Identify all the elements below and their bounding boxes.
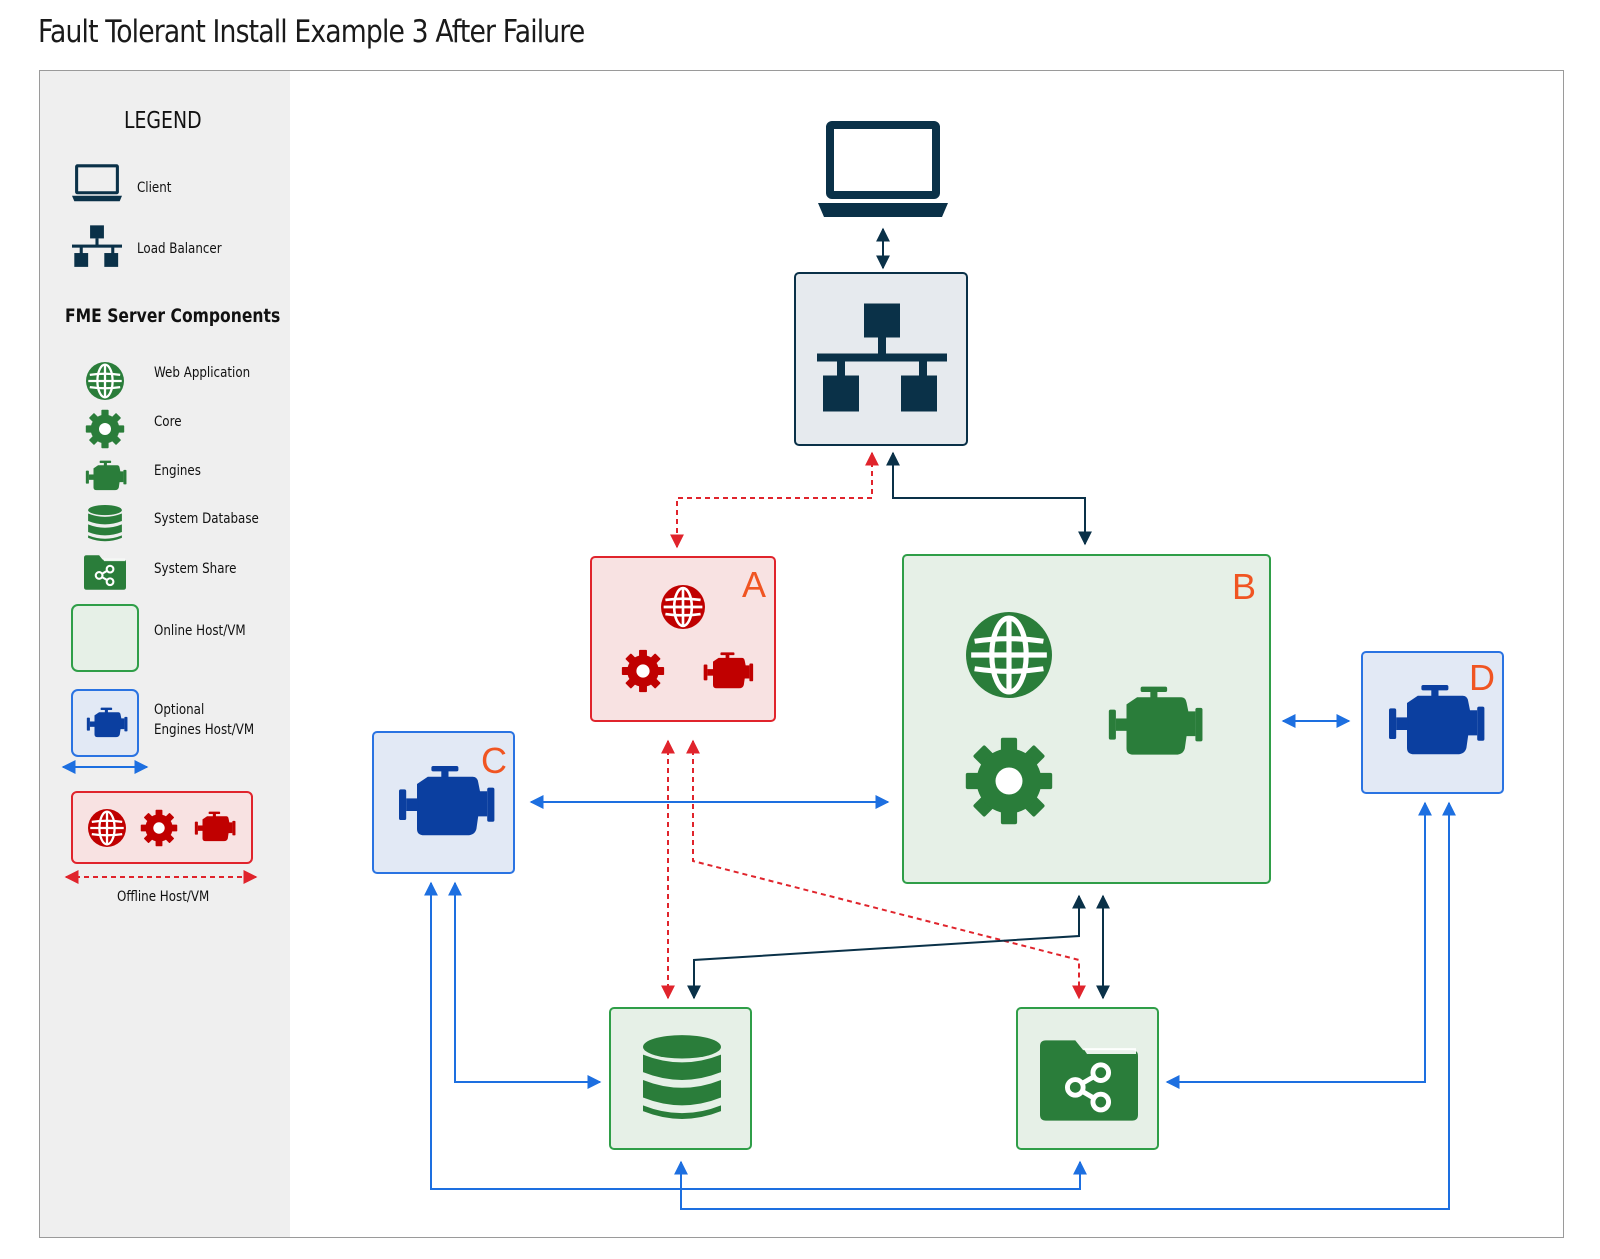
host-b-label: B [1232, 566, 1257, 607]
legend-optional-engines-swatch [71, 689, 139, 757]
legend-web-application-label: Web Application [154, 365, 251, 381]
connector-hostc-database [448, 881, 602, 1089]
legend-system-share-label: System Share [154, 561, 237, 577]
legend-components-heading: FME Server Components [65, 305, 281, 327]
legend-client-label: Client [137, 180, 172, 196]
legend-connector-samples [61, 760, 258, 884]
host-d-box: D [1361, 651, 1504, 794]
load-balancer-box [794, 272, 968, 446]
shared-folder-icon [1040, 1040, 1138, 1121]
host-b-box: B [902, 554, 1271, 884]
globe-icon [661, 585, 705, 629]
system-database-box [609, 1007, 752, 1150]
legend-offline-host-swatch [71, 791, 253, 864]
page-title: Fault Tolerant Install Example 3 After F… [38, 14, 585, 50]
globe-icon [966, 612, 1052, 698]
gear-icon [621, 649, 665, 693]
legend-system-database-label: System Database [154, 511, 259, 527]
host-a-label: A [742, 564, 767, 605]
legend-engines-label: Engines [154, 463, 201, 479]
legend-core-label: Core [154, 414, 182, 430]
legend-online-host-label: Online Host/VM [154, 623, 246, 639]
host-c-box: C [372, 731, 515, 874]
connector-loadbalancer-hosta [670, 451, 879, 549]
legend-optional-engines-line1: Optional [154, 702, 205, 718]
host-d-label: D [1469, 657, 1495, 698]
engine-icon [1389, 685, 1485, 755]
engine-icon [703, 652, 754, 689]
load-balancer-icon [817, 303, 947, 412]
system-share-box [1016, 1007, 1159, 1150]
legend-online-host-swatch [71, 604, 139, 672]
connector-hostc-share [424, 881, 1087, 1190]
engine-icon [1108, 686, 1203, 755]
client-laptop-icon [818, 121, 948, 221]
connector-hostd-database [674, 801, 1456, 1210]
legend-offline-host-label: Offline Host/VM [117, 889, 210, 905]
host-a-box: A [590, 556, 776, 722]
database-icon [643, 1035, 721, 1119]
legend-title: LEGEND [124, 108, 202, 134]
legend-load-balancer-label: Load Balancer [137, 241, 222, 257]
legend-optional-engines-line2: Engines Host/VM [154, 722, 255, 738]
engine-icon [399, 766, 495, 836]
gear-icon [965, 737, 1053, 825]
connector-loadbalancer-hostb [886, 451, 1092, 546]
host-c-label: C [481, 740, 507, 781]
